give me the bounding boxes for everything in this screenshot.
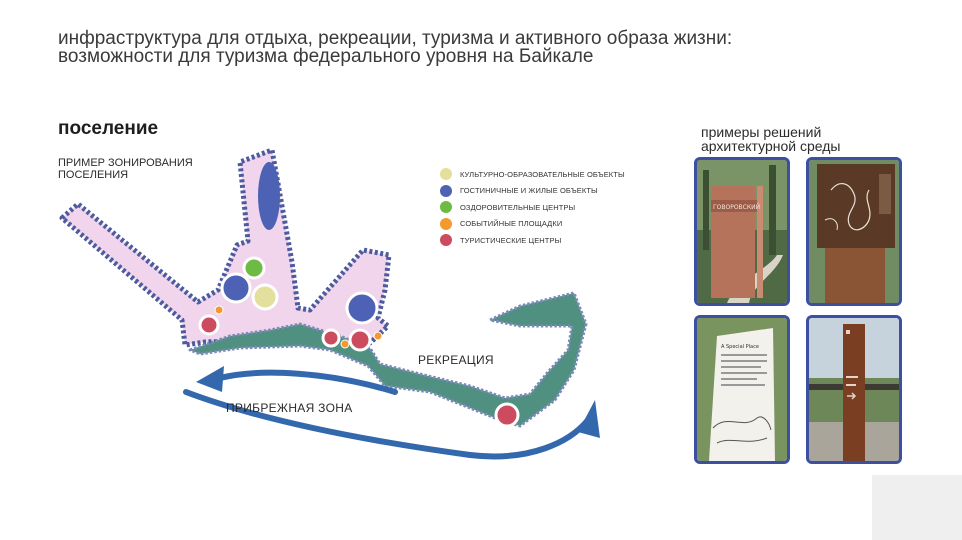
page-title-line2: возможности для туризма федерального уро… [58, 46, 594, 67]
legend-label: КУЛЬТУРНО-ОБРАЗОВАТЕЛЬНЫЕ ОБЪЕКТЫ [460, 169, 625, 179]
page-title: инфраструктура для отдыха, рекреации, ту… [58, 28, 733, 67]
zoning-caption: ПРИМЕР ЗОНИРОВАНИЯ ПОСЕЛЕНИЯ [58, 157, 193, 181]
legend-label: СОБЫТИЙНЫЕ ПЛОЩАДКИ [460, 219, 563, 229]
marker-tourist [198, 314, 220, 336]
legend-dot [440, 217, 452, 230]
legend-label: ОЗДОРОВИТЕЛЬНЫЕ ЦЕНТРЫ [460, 202, 576, 212]
legend-item-tourist: ТУРИСТИЧЕСКИЕ ЦЕНТРЫ [440, 232, 625, 249]
examples-title: примеры решений архитектурной среды [701, 125, 840, 153]
photo-map-stand [806, 157, 902, 306]
legend-label: ГОСТИНИЧНЫЕ И ЖИЛЫЕ ОБЪЕКТЫ [460, 186, 598, 196]
photo-info-plaque: A Special Place [694, 315, 790, 464]
marker-tourist-2 [321, 328, 341, 348]
object-markers [198, 256, 520, 428]
coast-arrow-left [217, 369, 398, 395]
legend-dot [440, 168, 452, 181]
examples-title-line1: примеры решений [701, 124, 822, 140]
recreation-zone [188, 291, 588, 428]
legend-label: ТУРИСТИЧЕСКИЕ ЦЕНТРЫ [460, 235, 562, 245]
photo-wayfinding-pylon [806, 315, 902, 464]
marker-event-2 [340, 339, 350, 349]
section-title: поселение [58, 118, 159, 139]
marker-hotel [220, 272, 252, 304]
lake [258, 162, 280, 230]
coast-arrow-right-head [578, 400, 600, 438]
recreation-label: РЕКРЕАЦИЯ [418, 353, 494, 367]
marker-tourist-3 [348, 328, 372, 352]
legend-dot [440, 201, 452, 214]
legend: КУЛЬТУРНО-ОБРАЗОВАТЕЛЬНЫЕ ОБЪЕКТЫ ГОСТИН… [440, 166, 625, 249]
photo-wayfinding-pylon-art [809, 318, 899, 461]
page-title-line1: инфраструктура для отдыха, рекреации, ту… [58, 28, 733, 49]
zoning-caption-line2: ПОСЕЛЕНИЯ [58, 169, 129, 181]
legend-dot [440, 234, 452, 247]
corner-placeholder [872, 475, 962, 540]
coast-arrow-right [183, 389, 591, 460]
coast-arrow-left-head [196, 366, 224, 392]
marker-tourist-4 [494, 402, 520, 428]
photo-map-stand-art [809, 160, 899, 303]
legend-item-culture: КУЛЬТУРНО-ОБРАЗОВАТЕЛЬНЫЕ ОБЪЕКТЫ [440, 166, 625, 183]
zoning-caption-line1: ПРИМЕР ЗОНИРОВАНИЯ [58, 157, 193, 169]
marker-hotel-2 [345, 291, 379, 325]
legend-item-hotel: ГОСТИНИЧНЫЕ И ЖИЛЫЕ ОБЪЕКТЫ [440, 183, 625, 200]
coast-label: ПРИБРЕЖНАЯ ЗОНА [226, 401, 353, 415]
legend-dot [440, 184, 452, 197]
settlement-zone [59, 147, 392, 348]
legend-item-event: СОБЫТИЙНЫЕ ПЛОЩАДКИ [440, 216, 625, 233]
marker-health [242, 256, 266, 280]
photo-entrance-sign: ГОВОРОВСКИЙ [694, 157, 790, 306]
marker-culture [251, 283, 279, 311]
plaque-text: A Special Place [721, 344, 759, 350]
legend-item-health: ОЗДОРОВИТЕЛЬНЫЕ ЦЕНТРЫ [440, 199, 625, 216]
marker-event-3 [373, 331, 383, 341]
examples-title-line2: архитектурной среды [701, 138, 841, 154]
sign-text: ГОВОРОВСКИЙ [713, 204, 760, 211]
photo-entrance-sign-art: ГОВОРОВСКИЙ [697, 160, 787, 303]
photo-info-plaque-art: A Special Place [697, 318, 787, 461]
marker-event [214, 305, 224, 315]
